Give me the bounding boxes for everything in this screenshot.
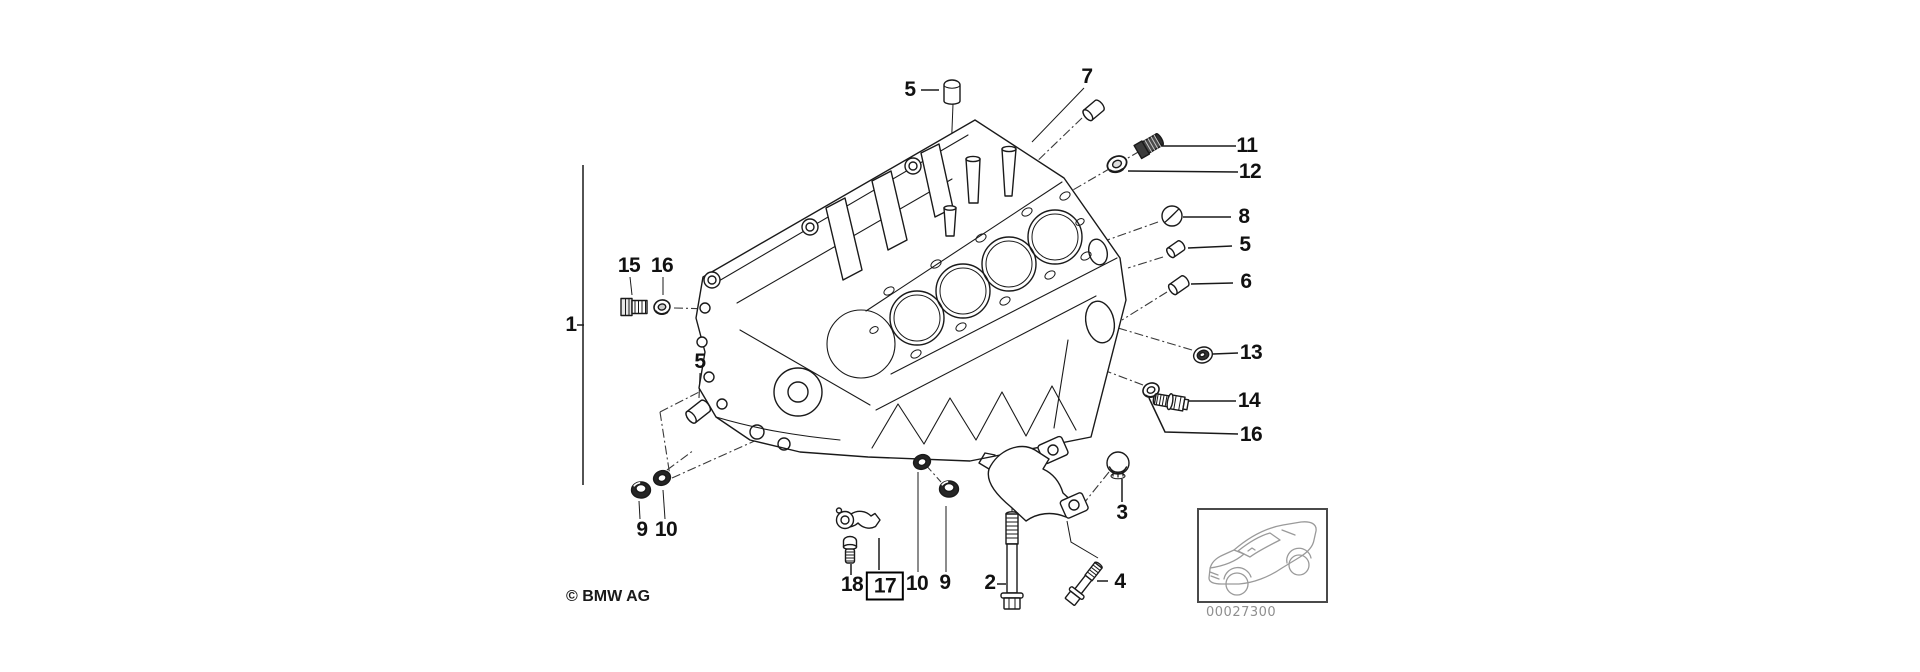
callout-label-11[interactable]: 11 [1236, 134, 1258, 157]
part-icon-support-bracket [978, 435, 1089, 522]
callout-label-9[interactable]: 9 [636, 518, 648, 541]
part-icon-9-plug-left [630, 481, 652, 499]
part-icon-5-dowel-top [943, 79, 961, 105]
callout-label-8[interactable]: 8 [1238, 205, 1250, 228]
callout-label-9[interactable]: 9 [939, 571, 951, 594]
callout-label-12[interactable]: 12 [1238, 160, 1262, 183]
callout-label-7[interactable]: 7 [1081, 65, 1093, 88]
part-icon-9-plug-right [938, 480, 960, 498]
callout-label-2[interactable]: 2 [984, 571, 996, 594]
callout-label-1[interactable]: 1 [565, 313, 577, 336]
part-icon-4-bolt [1064, 561, 1103, 606]
part-icon-18-bolt [842, 535, 858, 564]
callout-label-10[interactable]: 10 [905, 572, 929, 595]
callout-label-15[interactable]: 15 [617, 254, 641, 277]
part-icon-2-stud-bolt [1000, 511, 1024, 610]
vehicle-sketch-icon [1208, 521, 1317, 596]
part-icon-11-screw-plug [1133, 133, 1164, 160]
diagram-code: 00027300 [1206, 605, 1277, 620]
callout-label-5[interactable]: 5 [1239, 233, 1251, 256]
part-icon-5-sleeve-right [1166, 240, 1186, 259]
callout-label-4[interactable]: 4 [1114, 570, 1126, 593]
callout-label-16[interactable]: 16 [1239, 423, 1263, 446]
part-icon-13-flanged-plug [1192, 346, 1214, 364]
callout-label-18[interactable]: 18 [840, 573, 864, 596]
part-icon-7-sleeve [1082, 99, 1105, 122]
part-icon-3-plug [1106, 451, 1130, 480]
callout-label-10[interactable]: 10 [654, 518, 678, 541]
callout-label-3[interactable]: 3 [1116, 501, 1128, 524]
callout-label-17[interactable]: 17 [865, 571, 905, 601]
part-icon-17-holder-bracket [835, 507, 881, 530]
part-icon-10-seal-ring-right [912, 453, 932, 471]
part-icon-6-sleeve [1167, 275, 1190, 296]
part-icon-16-washer-left [653, 299, 671, 315]
vehicle-thumbnail[interactable] [1197, 508, 1328, 603]
callout-label-13[interactable]: 13 [1239, 341, 1263, 364]
part-icon-8-cap-plug [1161, 205, 1183, 227]
copyright-text: © BMW AG [566, 588, 651, 605]
part-icon-10-seal-ring-left [652, 469, 672, 487]
callout-label-5[interactable]: 5 [904, 78, 916, 101]
callout-label-5[interactable]: 5 [694, 350, 706, 373]
part-icon-14-screw-plug-bolt [1152, 392, 1190, 412]
callout-label-16[interactable]: 16 [650, 254, 674, 277]
part-icon-12-gasket-ring [1106, 155, 1128, 174]
callout-label-6[interactable]: 6 [1240, 270, 1252, 293]
engine-block [695, 119, 1127, 462]
part-icon-15-screw-plug [620, 297, 648, 317]
callout-label-14[interactable]: 14 [1237, 389, 1261, 412]
part-icon-5-dowel-mid [685, 399, 712, 424]
